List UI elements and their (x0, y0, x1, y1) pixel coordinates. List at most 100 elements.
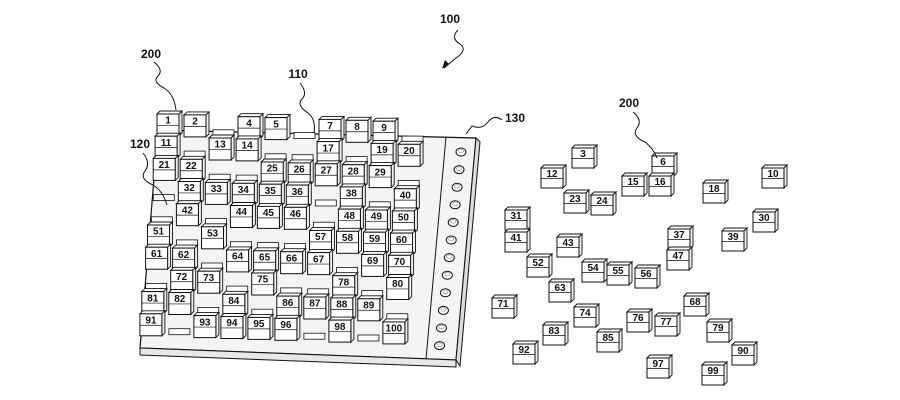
block-number: 9 (381, 123, 387, 134)
block-number: 83 (548, 326, 560, 337)
block-number: 66 (286, 253, 298, 264)
loose-block: 77 (653, 311, 682, 338)
loose-block: 12 (539, 163, 568, 190)
board-block: 94 (219, 312, 247, 340)
board-block: 82 (167, 288, 195, 316)
block-front-face (648, 175, 672, 197)
block-front-face (235, 138, 259, 162)
block-number: 3 (580, 149, 586, 160)
block-front-face (590, 194, 614, 216)
board-block: 88 (329, 293, 357, 321)
block-number: 37 (673, 230, 685, 241)
block-number: 23 (569, 194, 581, 205)
block-front-face (731, 344, 755, 366)
board-block: 2 (182, 110, 211, 138)
board-block: 19 (370, 139, 398, 167)
board-block: 8 (344, 116, 373, 144)
board-block: 36 (285, 181, 313, 209)
block-front-face (357, 298, 381, 322)
block-number: 71 (497, 299, 509, 310)
block-front-face (193, 315, 217, 339)
indicator-light-highlight (450, 219, 457, 224)
socket (357, 334, 380, 342)
block-number: 81 (147, 293, 159, 304)
block-number: 80 (392, 279, 404, 290)
block-front-face (621, 175, 645, 197)
block-number: 64 (232, 252, 244, 263)
indicator-light-highlight (456, 166, 462, 171)
block-front-face (571, 147, 595, 169)
leader-board (299, 82, 315, 134)
board-block: 89 (356, 294, 384, 322)
block-number: 47 (672, 251, 684, 262)
block-number: 27 (321, 165, 333, 176)
block-front-face (701, 364, 725, 386)
block-front-face (702, 182, 726, 204)
block-front-face (283, 206, 307, 230)
block-number: 34 (238, 185, 250, 196)
socket (168, 328, 191, 336)
block-front-face (303, 296, 327, 320)
block-number: 48 (344, 211, 356, 222)
board-block: 49 (364, 205, 392, 234)
loose-block: 71 (490, 293, 519, 320)
block-number: 58 (342, 233, 354, 244)
board-block: 51 (146, 220, 174, 249)
board-block: 62 (171, 244, 199, 272)
block-front-face (540, 167, 564, 189)
block-number: 32 (184, 183, 196, 194)
board-block: 100 (381, 317, 409, 345)
board-block: 64 (225, 245, 253, 273)
block-front-face (542, 324, 566, 346)
board-block: 33 (204, 178, 232, 206)
loose-block: 16 (647, 171, 676, 198)
board-block: 48 (337, 205, 365, 233)
board-block: 26 (287, 158, 315, 186)
block-number: 18 (708, 184, 720, 195)
block-front-face (626, 311, 650, 333)
block-front-face (274, 317, 298, 341)
board-block: 29 (368, 161, 396, 189)
loose-block: 31 (503, 205, 532, 232)
loose-block: 39 (720, 226, 749, 253)
block-number: 56 (640, 269, 652, 280)
block-number: 68 (689, 297, 701, 308)
block-number: 36 (292, 187, 304, 198)
board-block: 66 (279, 247, 307, 275)
loose-block: 30 (751, 207, 780, 234)
block-number: 96 (280, 320, 292, 331)
board-block: 20 (397, 140, 425, 168)
block-number: 62 (178, 250, 190, 261)
loose-block: 92 (511, 339, 540, 366)
board-block: 87 (302, 292, 330, 321)
board-block: 27 (314, 159, 342, 187)
block-front-face (563, 192, 587, 214)
block-number: 57 (315, 232, 327, 243)
label-board: 110 (288, 67, 308, 81)
board-block: 98 (327, 316, 355, 344)
block-number: 54 (587, 263, 599, 274)
board-block: 28 (341, 160, 369, 188)
indicator-column-divider (425, 136, 447, 360)
indicator-light-highlight (452, 201, 458, 206)
board-block: 7 (317, 115, 346, 143)
board-block: 57 (308, 226, 336, 254)
block-number: 11 (161, 138, 172, 149)
block-number: 74 (579, 308, 591, 319)
board-block: 95 (246, 313, 274, 341)
loose-block: 90 (730, 340, 759, 367)
loose-block: 99 (700, 360, 729, 387)
block-front-face (345, 119, 369, 143)
loose-block: 79 (705, 317, 734, 344)
board-block: 81 (140, 287, 168, 315)
board-front-edge (139, 347, 457, 368)
block-number: 50 (398, 213, 410, 224)
board-block: 96 (273, 314, 301, 342)
board-block: 59 (362, 228, 390, 256)
block-number: 67 (313, 254, 325, 265)
block-number: 91 (145, 315, 157, 326)
block-front-face (761, 167, 785, 189)
board-block: 5 (263, 113, 292, 141)
block-number: 53 (207, 228, 219, 239)
loose-block: 55 (605, 260, 634, 287)
